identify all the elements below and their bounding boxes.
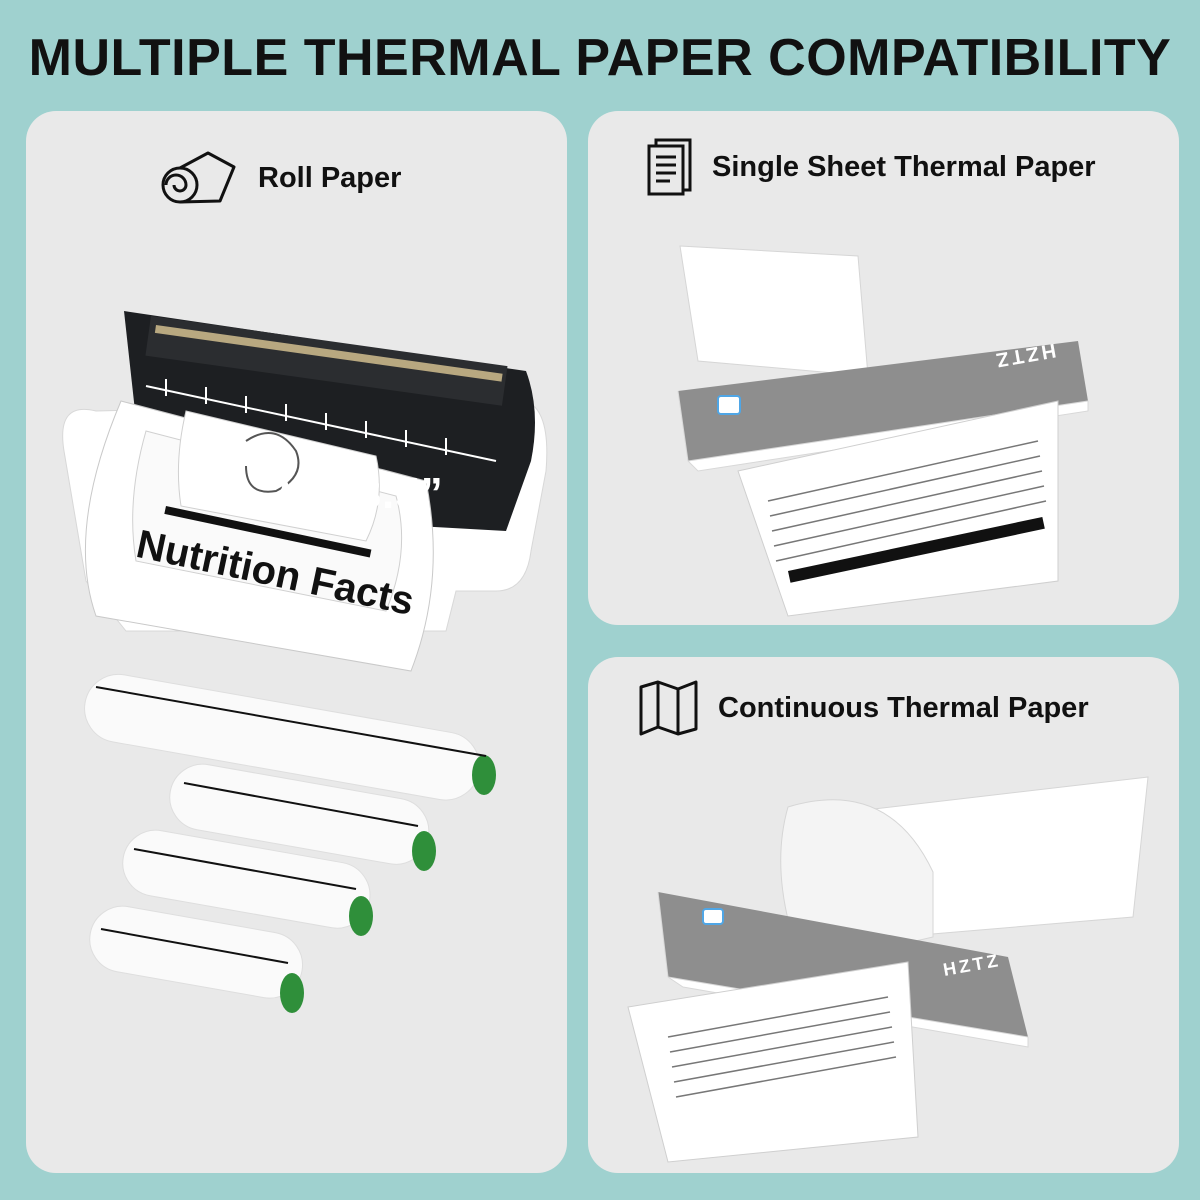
page-title: MULTIPLE THERMAL PAPER COMPATIBILITY <box>28 29 1172 87</box>
continuous-paper-panel: Continuous Thermal Paper HZTZ <box>588 657 1179 1173</box>
continuous-paper-header: Continuous Thermal Paper <box>638 679 1089 737</box>
paper-roll-icon <box>161 151 236 204</box>
roll-paper-header: Roll Paper <box>160 149 401 207</box>
roll-paper-label: Roll Paper <box>258 161 402 194</box>
document-sheets-icon <box>647 138 692 196</box>
folded-paper-icon <box>639 680 698 736</box>
single-sheet-label: Single Sheet Thermal Paper <box>712 150 1096 183</box>
continuous-paper-label: Continuous Thermal Paper <box>718 691 1089 724</box>
paper-rolls <box>84 673 496 1013</box>
continuous-printer-illustration <box>627 776 1149 1163</box>
single-sheet-header: Single Sheet Thermal Paper <box>646 137 1096 197</box>
roll-paper-panel: Roll Paper <box>26 111 567 1173</box>
paper-width-range: 2” - 8.5” <box>266 469 444 518</box>
single-sheet-printer-illustration <box>677 245 1089 617</box>
roll-printer-illustration <box>62 311 548 1013</box>
single-sheet-panel: Single Sheet Thermal Paper HZTZ <box>588 111 1179 625</box>
